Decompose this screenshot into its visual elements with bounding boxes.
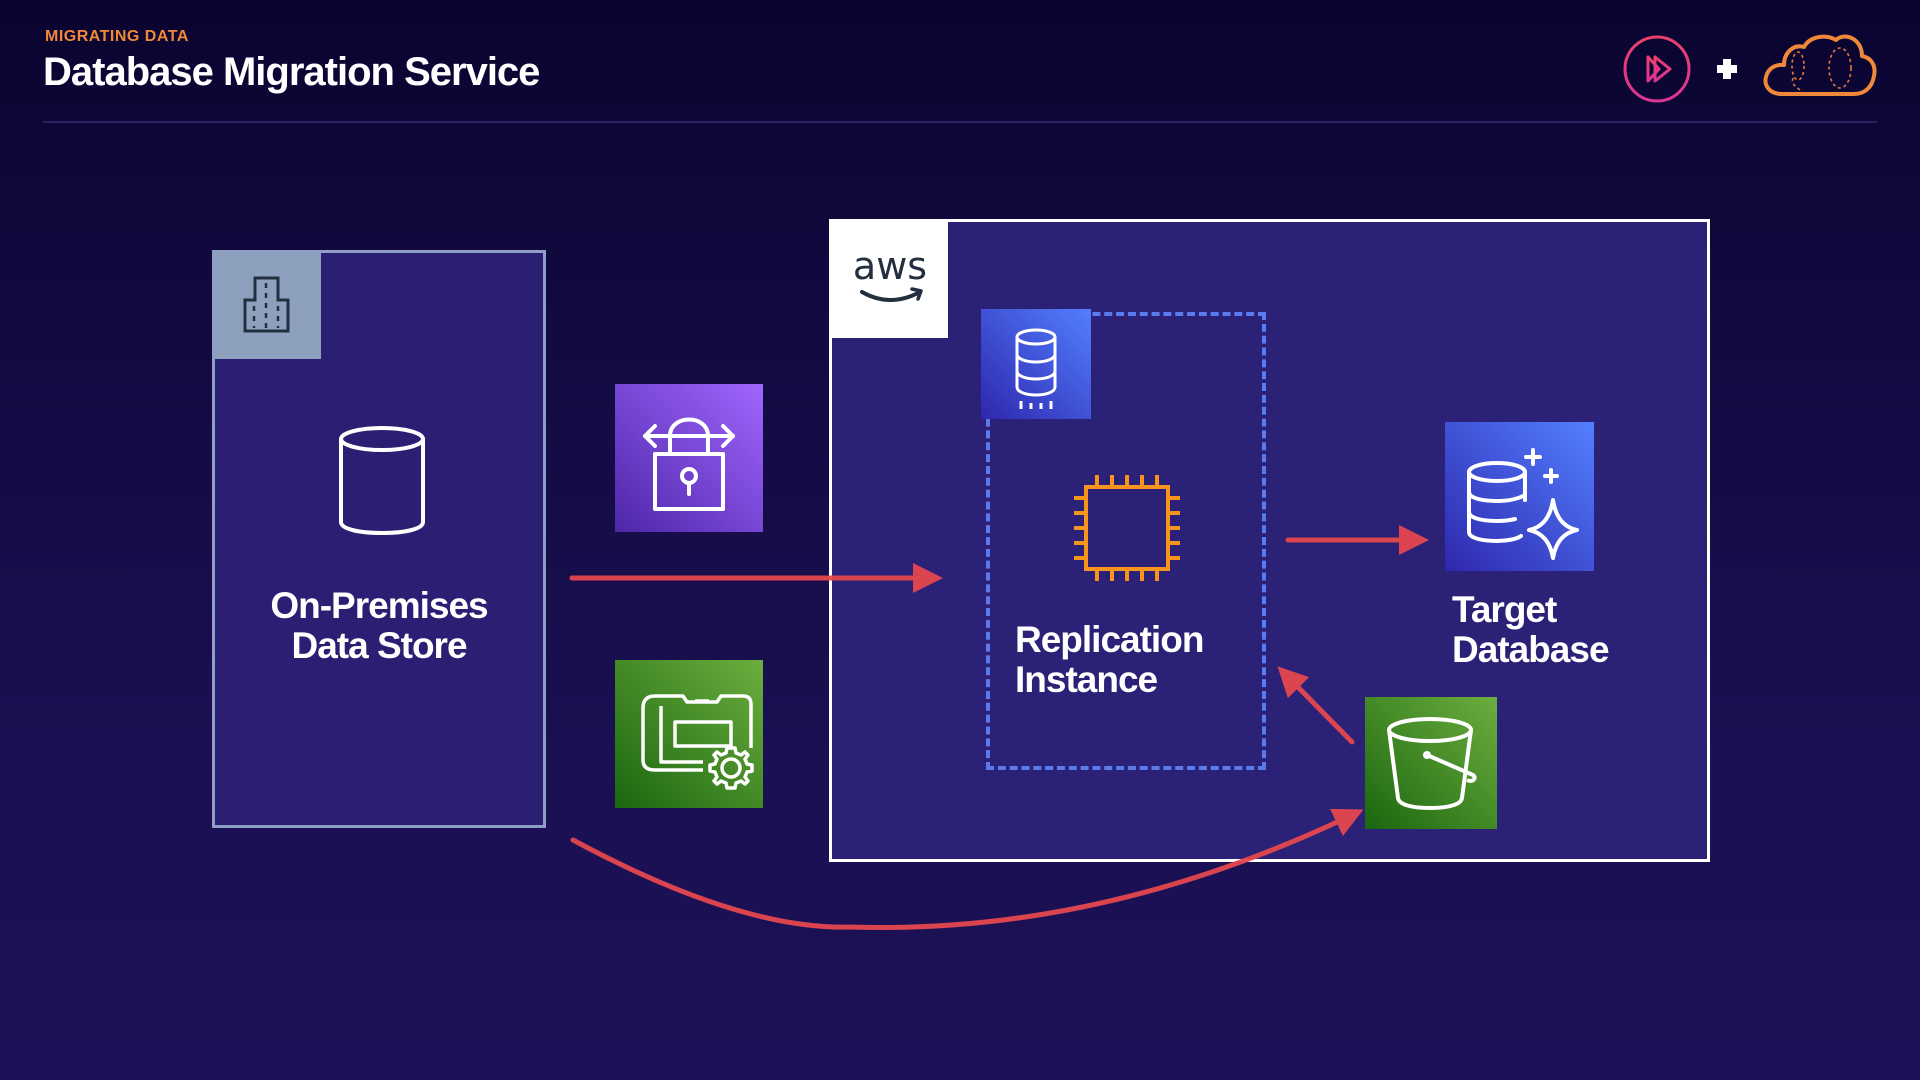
target-database-label: Target Database bbox=[1452, 589, 1610, 670]
aws-logo-text: aws bbox=[853, 244, 927, 288]
cloud-icon bbox=[1763, 34, 1877, 96]
target-database-tile bbox=[1445, 422, 1594, 571]
replication-instance-boundary bbox=[986, 312, 1266, 770]
target-label-line1: Target bbox=[1452, 589, 1557, 630]
aws-logo: aws bbox=[832, 222, 948, 338]
bucket-icon bbox=[1387, 717, 1477, 810]
database-sparkle-icon bbox=[1467, 448, 1579, 560]
aws-cloud-group: aws Replica bbox=[829, 219, 1710, 862]
replication-label-line2: Instance bbox=[1015, 659, 1158, 700]
lock-arrows-icon bbox=[643, 417, 735, 511]
on-premises-data-store-group: On-Premises Data Store bbox=[212, 250, 546, 828]
section-kicker: MIGRATING DATA bbox=[45, 28, 189, 45]
on-premises-label-line1: On-Premises bbox=[270, 585, 488, 626]
play-icon bbox=[1623, 35, 1691, 103]
aws-logo-icon: aws bbox=[853, 244, 927, 302]
page-title: Database Migration Service bbox=[43, 50, 540, 94]
on-premises-label: On-Premises Data Store bbox=[215, 586, 543, 666]
database-migration-icon bbox=[1015, 328, 1057, 409]
snowball-tile bbox=[615, 660, 763, 808]
device-gear-icon bbox=[641, 694, 754, 790]
replication-label-line1: Replication bbox=[1015, 619, 1204, 660]
chip-icon bbox=[1074, 475, 1180, 581]
on-premises-corner-badge bbox=[215, 253, 321, 359]
building-icon bbox=[243, 276, 290, 333]
replication-instance-label: Replication Instance bbox=[1015, 619, 1204, 700]
target-label-line2: Database bbox=[1452, 629, 1610, 670]
vpn-tile bbox=[615, 384, 763, 532]
plus-separator-icon bbox=[1717, 59, 1737, 79]
header-divider bbox=[43, 121, 1877, 123]
on-premises-label-line2: Data Store bbox=[291, 625, 467, 666]
dms-tile bbox=[981, 309, 1091, 419]
database-cylinder-icon bbox=[339, 426, 425, 536]
s3-bucket-tile bbox=[1365, 697, 1497, 829]
